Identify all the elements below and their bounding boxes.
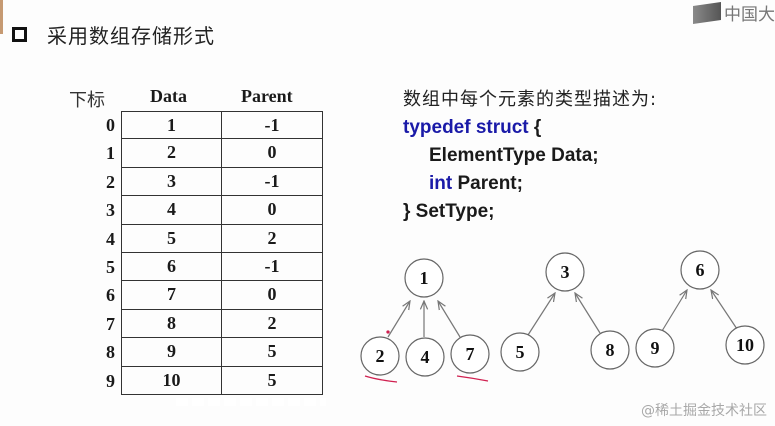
tree-node-3 [545, 252, 585, 292]
keyword-int: int [429, 173, 453, 194]
svg-text:2: 2 [376, 346, 385, 366]
row-index: 5 [106, 256, 115, 277]
parent-cell: 5 [222, 338, 323, 367]
square-bullet-icon [12, 27, 27, 42]
parent-cell: 2 [222, 309, 323, 339]
header-data: Data [150, 86, 187, 106]
data-cell: 1 [121, 111, 222, 140]
row-index: 8 [106, 342, 115, 363]
slide-title: 采用数组存储形式 [47, 24, 215, 48]
row-index: 4 [106, 228, 115, 249]
data-cell: 3 [121, 167, 222, 197]
svg-text:8: 8 [606, 340, 615, 360]
data-cell: 4 [121, 196, 222, 225]
parent-cell: -1 [222, 111, 323, 140]
tree-node-4 [405, 337, 445, 377]
parent-cell: 0 [222, 139, 323, 168]
pen-annotation [364, 330, 489, 383]
row-index: 7 [106, 313, 115, 334]
row-index: 1 [106, 143, 115, 164]
parent-cell: 2 [222, 224, 323, 253]
tree-node-10 [725, 325, 765, 365]
data-cell: 7 [121, 281, 222, 310]
parent-cell: -1 [222, 252, 323, 282]
svg-text:3: 3 [561, 262, 570, 282]
svg-text:5: 5 [516, 342, 525, 362]
row-index: 9 [106, 370, 115, 391]
tree-node-7 [450, 334, 490, 374]
parent-cell: -1 [222, 167, 323, 197]
tree-node-2 [360, 336, 400, 376]
row-index: 6 [106, 285, 115, 306]
keyword-typedef-struct: typedef struct [403, 117, 529, 138]
data-cell: 5 [121, 224, 222, 253]
svg-text:10: 10 [736, 335, 754, 355]
code-line-1: typedef struct { [403, 117, 542, 138]
code-line-3: int Parent; [429, 173, 523, 194]
svg-text:6: 6 [696, 260, 705, 280]
tree-node-9 [635, 328, 675, 368]
logo-text: 中国大 [724, 5, 775, 25]
row-index: 0 [106, 115, 115, 135]
data-cell: 8 [121, 309, 222, 339]
code-line-2: ElementType Data; [429, 145, 599, 166]
svg-text:4: 4 [421, 347, 430, 367]
data-cell: 10 [121, 366, 222, 395]
video-overlay-artifact [176, 398, 326, 406]
parent-cell: 0 [222, 196, 323, 225]
data-cell: 2 [121, 139, 222, 168]
slide-title-row: 采用数组存储形式 [12, 20, 215, 49]
watermark: @稀土掘金技术社区 [641, 403, 767, 419]
tree-node-1 [404, 258, 444, 298]
svg-text:1: 1 [420, 268, 429, 288]
code-block: 数组中每个元素的类型描述为: typedef struct { ElementT… [403, 86, 657, 226]
tree-node-5 [500, 332, 540, 372]
header-index: 下标 [69, 90, 105, 111]
tree-node-8 [590, 330, 630, 370]
row-index: 3 [106, 200, 115, 221]
svg-text:7: 7 [466, 344, 475, 364]
data-cell: 9 [121, 338, 222, 367]
logo: 中国大 [693, 0, 775, 25]
data-cell: 6 [121, 252, 222, 282]
row-index: 2 [106, 171, 115, 192]
code-description: 数组中每个元素的类型描述为: [403, 89, 658, 110]
slide-accent-bar [0, 0, 3, 34]
svg-text:9: 9 [651, 338, 660, 358]
parent-cell: 0 [222, 281, 323, 310]
parent-cell: 5 [222, 366, 323, 395]
tree-node-6 [680, 250, 720, 290]
code-line-4: } SetType; [403, 201, 495, 222]
header-parent: Parent [241, 86, 293, 106]
